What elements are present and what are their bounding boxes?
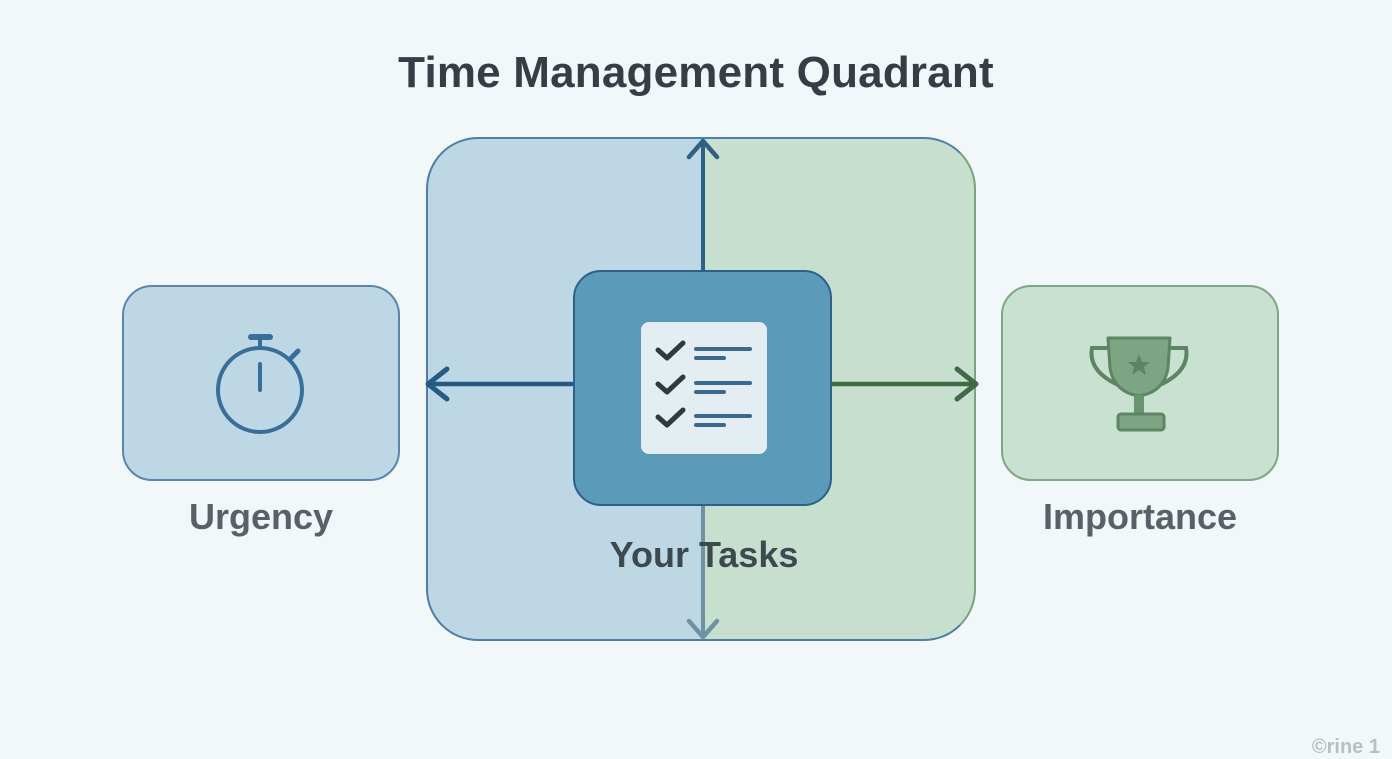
arrow-up-icon xyxy=(686,138,720,270)
trophy-icon xyxy=(1089,336,1189,432)
diagram-title: Time Management Quadrant xyxy=(398,48,994,97)
arrow-down-icon xyxy=(686,506,720,640)
watermark: ©rine 1 xyxy=(1311,736,1380,758)
quadrant-border xyxy=(426,137,976,641)
your-tasks-box xyxy=(573,270,832,506)
your-tasks-label: Your Tasks xyxy=(609,534,799,575)
urgency-label: Urgency xyxy=(188,496,334,537)
arrow-right-icon xyxy=(831,366,979,402)
stopwatch-icon xyxy=(216,334,304,434)
arrow-left-icon xyxy=(425,366,575,402)
importance-label: Importance xyxy=(1042,496,1238,537)
